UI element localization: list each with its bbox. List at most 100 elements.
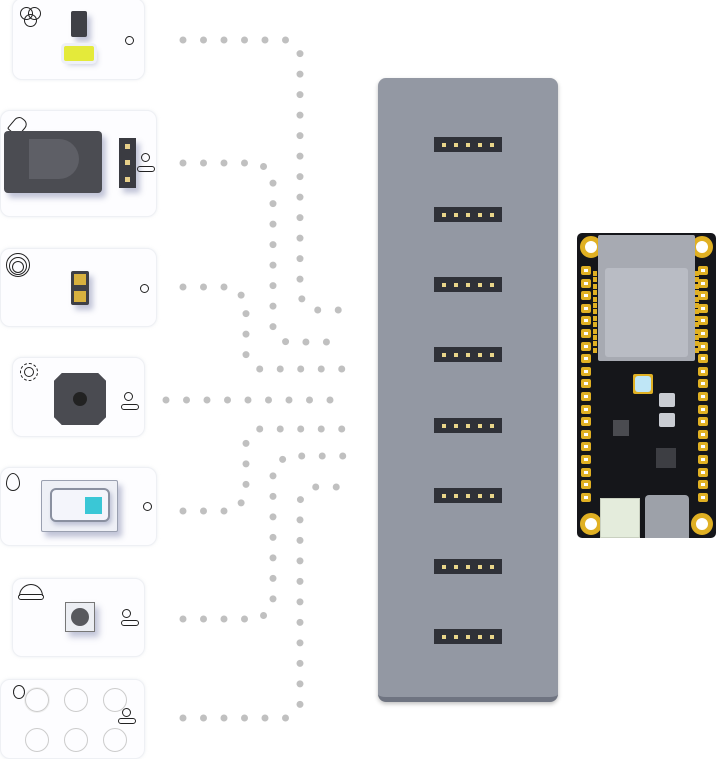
gpio-pad: [698, 379, 708, 389]
ir-sensor-module-card[interactable]: [0, 248, 157, 327]
gpio-pad: [581, 316, 591, 326]
module-pad: [695, 335, 699, 340]
connector-port-7[interactable]: [434, 559, 502, 574]
port-marker-icon: [121, 620, 139, 626]
gpio-pad: [581, 492, 591, 502]
gpio-pad: [698, 266, 708, 275]
module-pad: [593, 347, 597, 353]
gpio-pad: [581, 379, 591, 389]
gpio-pad: [698, 480, 708, 490]
gpio-pad: [581, 354, 591, 364]
module-pad: [593, 290, 597, 296]
connector-port-6[interactable]: [434, 488, 502, 503]
pin-header: [119, 138, 136, 188]
signal-rings-icon: [6, 253, 30, 277]
button-module-card[interactable]: [12, 578, 145, 657]
dc-jack: [4, 131, 102, 193]
gpio-pad: [581, 467, 591, 477]
gpio-pad: [698, 291, 708, 301]
gpio-pad: [581, 404, 591, 414]
gpio-pad: [698, 329, 708, 338]
rgb-led: [633, 374, 653, 394]
module-pad: [695, 296, 699, 302]
gpio-pad: [581, 429, 591, 439]
module-pad: [695, 315, 699, 321]
esp32-board: [577, 233, 716, 538]
module-pad: [695, 271, 699, 276]
gpio-pad: [698, 429, 708, 439]
connector-port-3[interactable]: [434, 277, 502, 292]
gpio-pad: [698, 303, 708, 313]
gpio-pad: [698, 404, 708, 414]
light-bulb-icon: [13, 685, 25, 699]
module-pad: [695, 303, 699, 308]
gpio-pad: [698, 467, 708, 477]
port-marker-icon: [140, 284, 149, 293]
gpio-pad: [581, 291, 591, 301]
yellow-led: [64, 46, 94, 61]
gpio-pad: [698, 442, 708, 452]
flame-sensor-module-card[interactable]: [0, 467, 157, 546]
module-pad: [593, 335, 597, 340]
gpio-pad: [581, 455, 591, 464]
connector-hub: [378, 78, 558, 702]
module-pad: [695, 277, 699, 283]
rgb-circles-icon: [20, 7, 42, 29]
module-pad: [593, 283, 597, 289]
port-marker-icon: [122, 609, 131, 618]
tactile-button: [65, 602, 95, 632]
gpio-pad: [581, 278, 591, 288]
connector-port-8[interactable]: [434, 629, 502, 644]
sensor-chip: [71, 271, 89, 305]
boot-button[interactable]: [659, 413, 675, 427]
wifi-module: [598, 235, 695, 361]
module-pad: [695, 341, 699, 347]
module-pad: [593, 271, 597, 276]
gpio-pad: [581, 303, 591, 313]
sensor-board: [41, 480, 118, 532]
module-pad: [695, 290, 699, 296]
cyan-window: [85, 497, 102, 514]
wire-7: [179, 483, 350, 722]
wire-2: [179, 159, 350, 346]
gpio-pad: [698, 278, 708, 288]
connector-port-1[interactable]: [434, 137, 502, 152]
port-marker-icon: [124, 392, 133, 401]
port-marker-icon: [118, 718, 136, 724]
flame-icon: [6, 473, 20, 491]
module-pad: [593, 322, 597, 328]
module-pad: [593, 315, 597, 321]
led-module-card[interactable]: [12, 0, 145, 80]
gpio-pad: [581, 266, 591, 275]
module-pad: [695, 322, 699, 328]
reset-button[interactable]: [659, 393, 675, 407]
button-arc-icon: [18, 584, 44, 602]
mcu-chip: [656, 448, 676, 468]
module-pad: [695, 309, 699, 315]
port-marker-icon: [137, 166, 155, 172]
wire-5: [179, 425, 350, 515]
battery-connector[interactable]: [600, 498, 640, 538]
module-pad: [695, 328, 699, 334]
wire-6: [179, 452, 350, 623]
led-grid: [25, 688, 127, 752]
mounting-hole: [580, 513, 602, 535]
port-marker-icon: [143, 502, 152, 511]
led-matrix-module-card[interactable]: [0, 679, 145, 759]
gpio-pad: [581, 366, 591, 376]
gpio-pad: [581, 442, 591, 452]
speaker-icon: [20, 363, 38, 381]
wire-1: [179, 36, 350, 314]
module-pad: [593, 341, 597, 347]
gpio-pad: [581, 341, 591, 351]
gpio-pad: [698, 492, 708, 502]
dc-jack-module-card[interactable]: [0, 110, 157, 217]
wire-3: [179, 283, 350, 373]
module-pad: [695, 347, 699, 353]
buzzer-module-card[interactable]: [12, 357, 145, 437]
gpio-pad: [698, 417, 708, 427]
connector-port-2[interactable]: [434, 207, 502, 222]
connector-port-4[interactable]: [434, 347, 502, 362]
connector-port-5[interactable]: [434, 418, 502, 433]
usb-c-port[interactable]: [645, 495, 689, 538]
